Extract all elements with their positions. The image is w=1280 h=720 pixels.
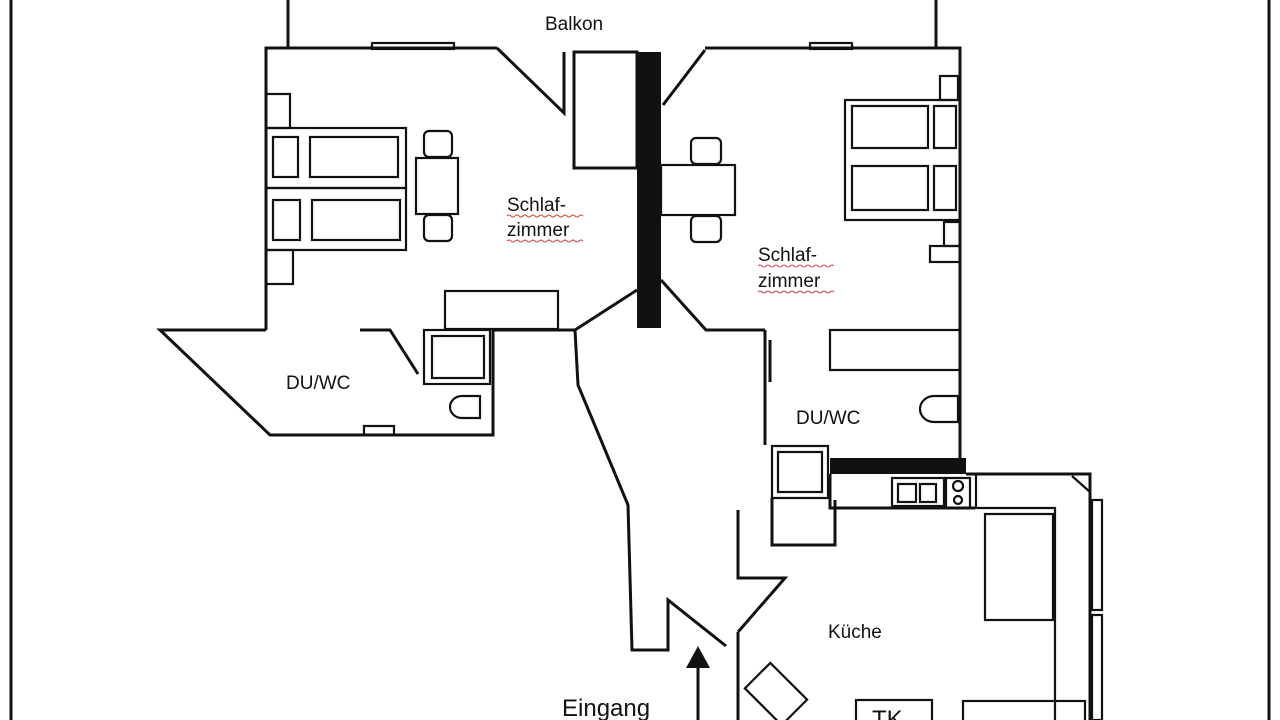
bedroom-right <box>659 46 962 462</box>
bath-left <box>156 328 575 437</box>
label-bath-left: DU/WC <box>286 373 350 394</box>
label-bedroom-left-2: zimmer <box>507 220 570 241</box>
entrance-arrow-icon <box>686 646 710 720</box>
kitchen <box>736 472 1104 720</box>
bath-right <box>763 330 966 500</box>
label-tk: TK <box>872 706 903 720</box>
balcony <box>286 0 938 51</box>
thick-wall <box>637 52 661 328</box>
label-bedroom-left-1: Schlaf- <box>507 195 566 216</box>
spellcheck-underlines <box>506 214 835 294</box>
label-bedroom-right-2: zimmer <box>758 271 821 292</box>
label-bedroom-right-1: Schlaf- <box>758 245 817 266</box>
bedroom-left <box>264 46 639 331</box>
outer-frame <box>9 0 1271 720</box>
label-kitchen: Küche <box>828 622 882 643</box>
hallway <box>573 278 765 720</box>
label-bath-right: DU/WC <box>796 408 860 429</box>
label-balcony: Balkon <box>545 14 603 35</box>
label-entrance: Eingang <box>562 695 650 720</box>
